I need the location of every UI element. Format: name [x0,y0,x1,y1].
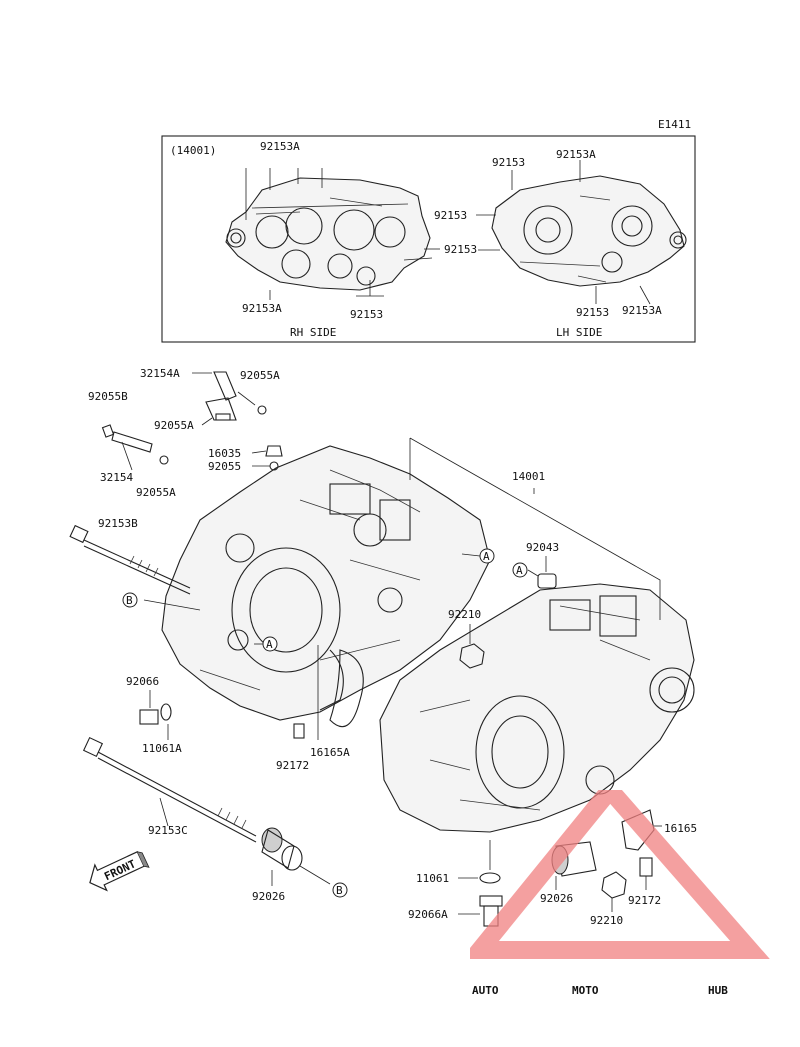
lh-callout-bottom-right: 92153A [622,304,662,317]
inset-group-label: (14001) [170,144,216,157]
label-92210-top: 92210 [448,608,481,621]
guide-16165 [621,809,655,851]
label-92210-bottom: 92210 [590,914,623,927]
lh-callout-bottom: 92153 [576,306,609,319]
lh-side-label: LH SIDE [556,326,602,339]
ref-marker-a-case: A [262,636,278,652]
label-92153c: 92153C [148,824,188,837]
oil-pipe-32154a [205,371,267,421]
bolt-92153c [82,736,257,843]
nut-92210-top [459,643,485,669]
label-92066a: 92066A [408,908,448,921]
label-16165a: 16165A [310,746,350,759]
label-92043: 92043 [526,541,559,554]
plug-92066a [479,895,503,927]
front-arrow-icon: FRONT [89,850,150,892]
pipe-32154 [101,424,169,465]
lh-side-crankcase [476,160,687,305]
label-92055b: 92055B [88,390,128,403]
ref-marker-b-left: B [122,592,138,608]
ref-marker-a-dowel: A [512,562,528,578]
inset-panel: (14001) 92153A 92153A 92153 [161,135,696,343]
rh-callout-top: 92153A [260,140,300,153]
rh-side-crankcase [225,168,440,300]
collar-92026-left [261,827,303,871]
svg-text:B: B [336,884,343,897]
svg-text:A: A [483,550,490,563]
label-16035: 16035 [208,447,241,460]
lh-callout-top-left: 92153 [492,156,525,169]
svg-text:A: A [516,564,523,577]
label-92153b: 92153B [98,517,138,530]
rh-side-label: RH SIDE [290,326,336,339]
guide-16165a [329,649,364,728]
label-92066: 92066 [126,675,159,688]
collar-92026-right [551,841,597,877]
label-14001: 14001 [512,470,545,483]
washer-11061 [479,872,501,884]
dowel-pin-92043 [537,573,557,589]
bolt-92172-left [293,723,305,739]
bolt-92153b [69,524,191,595]
label-92026-right: 92026 [540,892,573,905]
svg-text:B: B [126,594,133,607]
label-92055: 92055 [208,460,241,473]
label-92172-left: 92172 [276,759,309,772]
label-32154: 32154 [100,471,133,484]
ref-marker-b-bottom: B [332,882,348,898]
rh-callout-center: 92153 [350,308,383,321]
label-92026-left: 92026 [252,890,285,903]
ref-marker-a-right: A [479,548,495,564]
plug-92066 [139,703,172,725]
svg-text:A: A [266,638,273,651]
crankcase-left-half [379,583,695,833]
lh-callout-left: 92153 [434,209,467,222]
lh-callout-top-right: 92153A [556,148,596,161]
crankcase-right-half [161,445,491,721]
bolt-92172-right [639,857,653,877]
label-32154a: 32154A [140,367,180,380]
label-92055a-mid: 92055A [154,419,194,432]
nut-92210-bottom [601,871,627,899]
label-92172-right: 92172 [628,894,661,907]
label-11061a: 11061A [142,742,182,755]
label-92055a-top: 92055A [240,369,280,382]
diagram-code: E1411 [658,118,691,131]
label-92055a-low: 92055A [136,486,176,499]
lh-callout-mid-left: 92153 [444,243,477,256]
label-11061: 11061 [416,872,449,885]
rh-callout-bottom: 92153A [242,302,282,315]
label-16165: 16165 [664,822,697,835]
